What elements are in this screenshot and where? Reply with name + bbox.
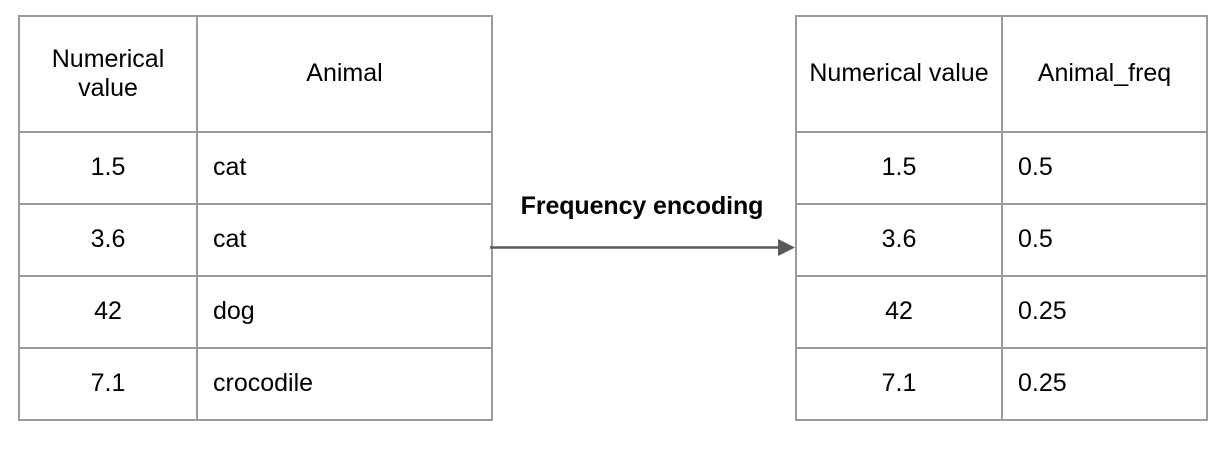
cell-animal: cat [196, 131, 493, 205]
column-header-animal-freq: Animal_freq [1001, 15, 1208, 133]
cell-animal: crocodile [196, 347, 493, 421]
column-header-numerical-value: Numerical value [795, 15, 1003, 133]
table-row: 3.6 cat [18, 203, 493, 277]
cell-numerical-value: 7.1 [795, 347, 1003, 421]
arrow-right-icon [490, 239, 795, 256]
table-row: 42 dog [18, 275, 493, 349]
cell-animal-freq: 0.5 [1001, 131, 1208, 205]
table-row: 3.6 0.5 [795, 203, 1208, 277]
column-header-animal: Animal [196, 15, 493, 133]
table-header-row: Numerical value Animal_freq [795, 15, 1208, 133]
cell-animal-freq: 0.25 [1001, 275, 1208, 349]
table-row: 1.5 cat [18, 131, 493, 205]
cell-numerical-value: 42 [18, 275, 198, 349]
column-header-animal-freq-label: Animal_freq [1037, 59, 1172, 88]
cell-animal-freq: 0.25 [1001, 347, 1208, 421]
cell-animal: dog [196, 275, 493, 349]
column-header-animal-label: Animal [306, 59, 383, 88]
table-row: 1.5 0.5 [795, 131, 1208, 205]
transform-label: Frequency encoding [520, 192, 764, 220]
table-row: 7.1 0.25 [795, 347, 1208, 421]
column-header-numerical-value-label: Numerical value [51, 44, 165, 103]
cell-animal: cat [196, 203, 493, 277]
cell-animal-freq: 0.5 [1001, 203, 1208, 277]
cell-numerical-value: 1.5 [18, 131, 198, 205]
cell-numerical-value: 7.1 [18, 347, 198, 421]
cell-numerical-value: 1.5 [795, 131, 1003, 205]
cell-numerical-value: 3.6 [795, 203, 1003, 277]
cell-numerical-value: 42 [795, 275, 1003, 349]
source-table: Numerical value Animal 1.5 cat 3.6 cat 4… [18, 15, 493, 421]
cell-numerical-value: 3.6 [18, 203, 198, 277]
column-header-numerical-value-label: Numerical value [809, 59, 989, 88]
table-header-row: Numerical value Animal [18, 15, 493, 133]
table-row: 42 0.25 [795, 275, 1208, 349]
encoded-table: Numerical value Animal_freq 1.5 0.5 3.6 … [795, 15, 1208, 421]
column-header-numerical-value: Numerical value [18, 15, 198, 133]
table-row: 7.1 crocodile [18, 347, 493, 421]
